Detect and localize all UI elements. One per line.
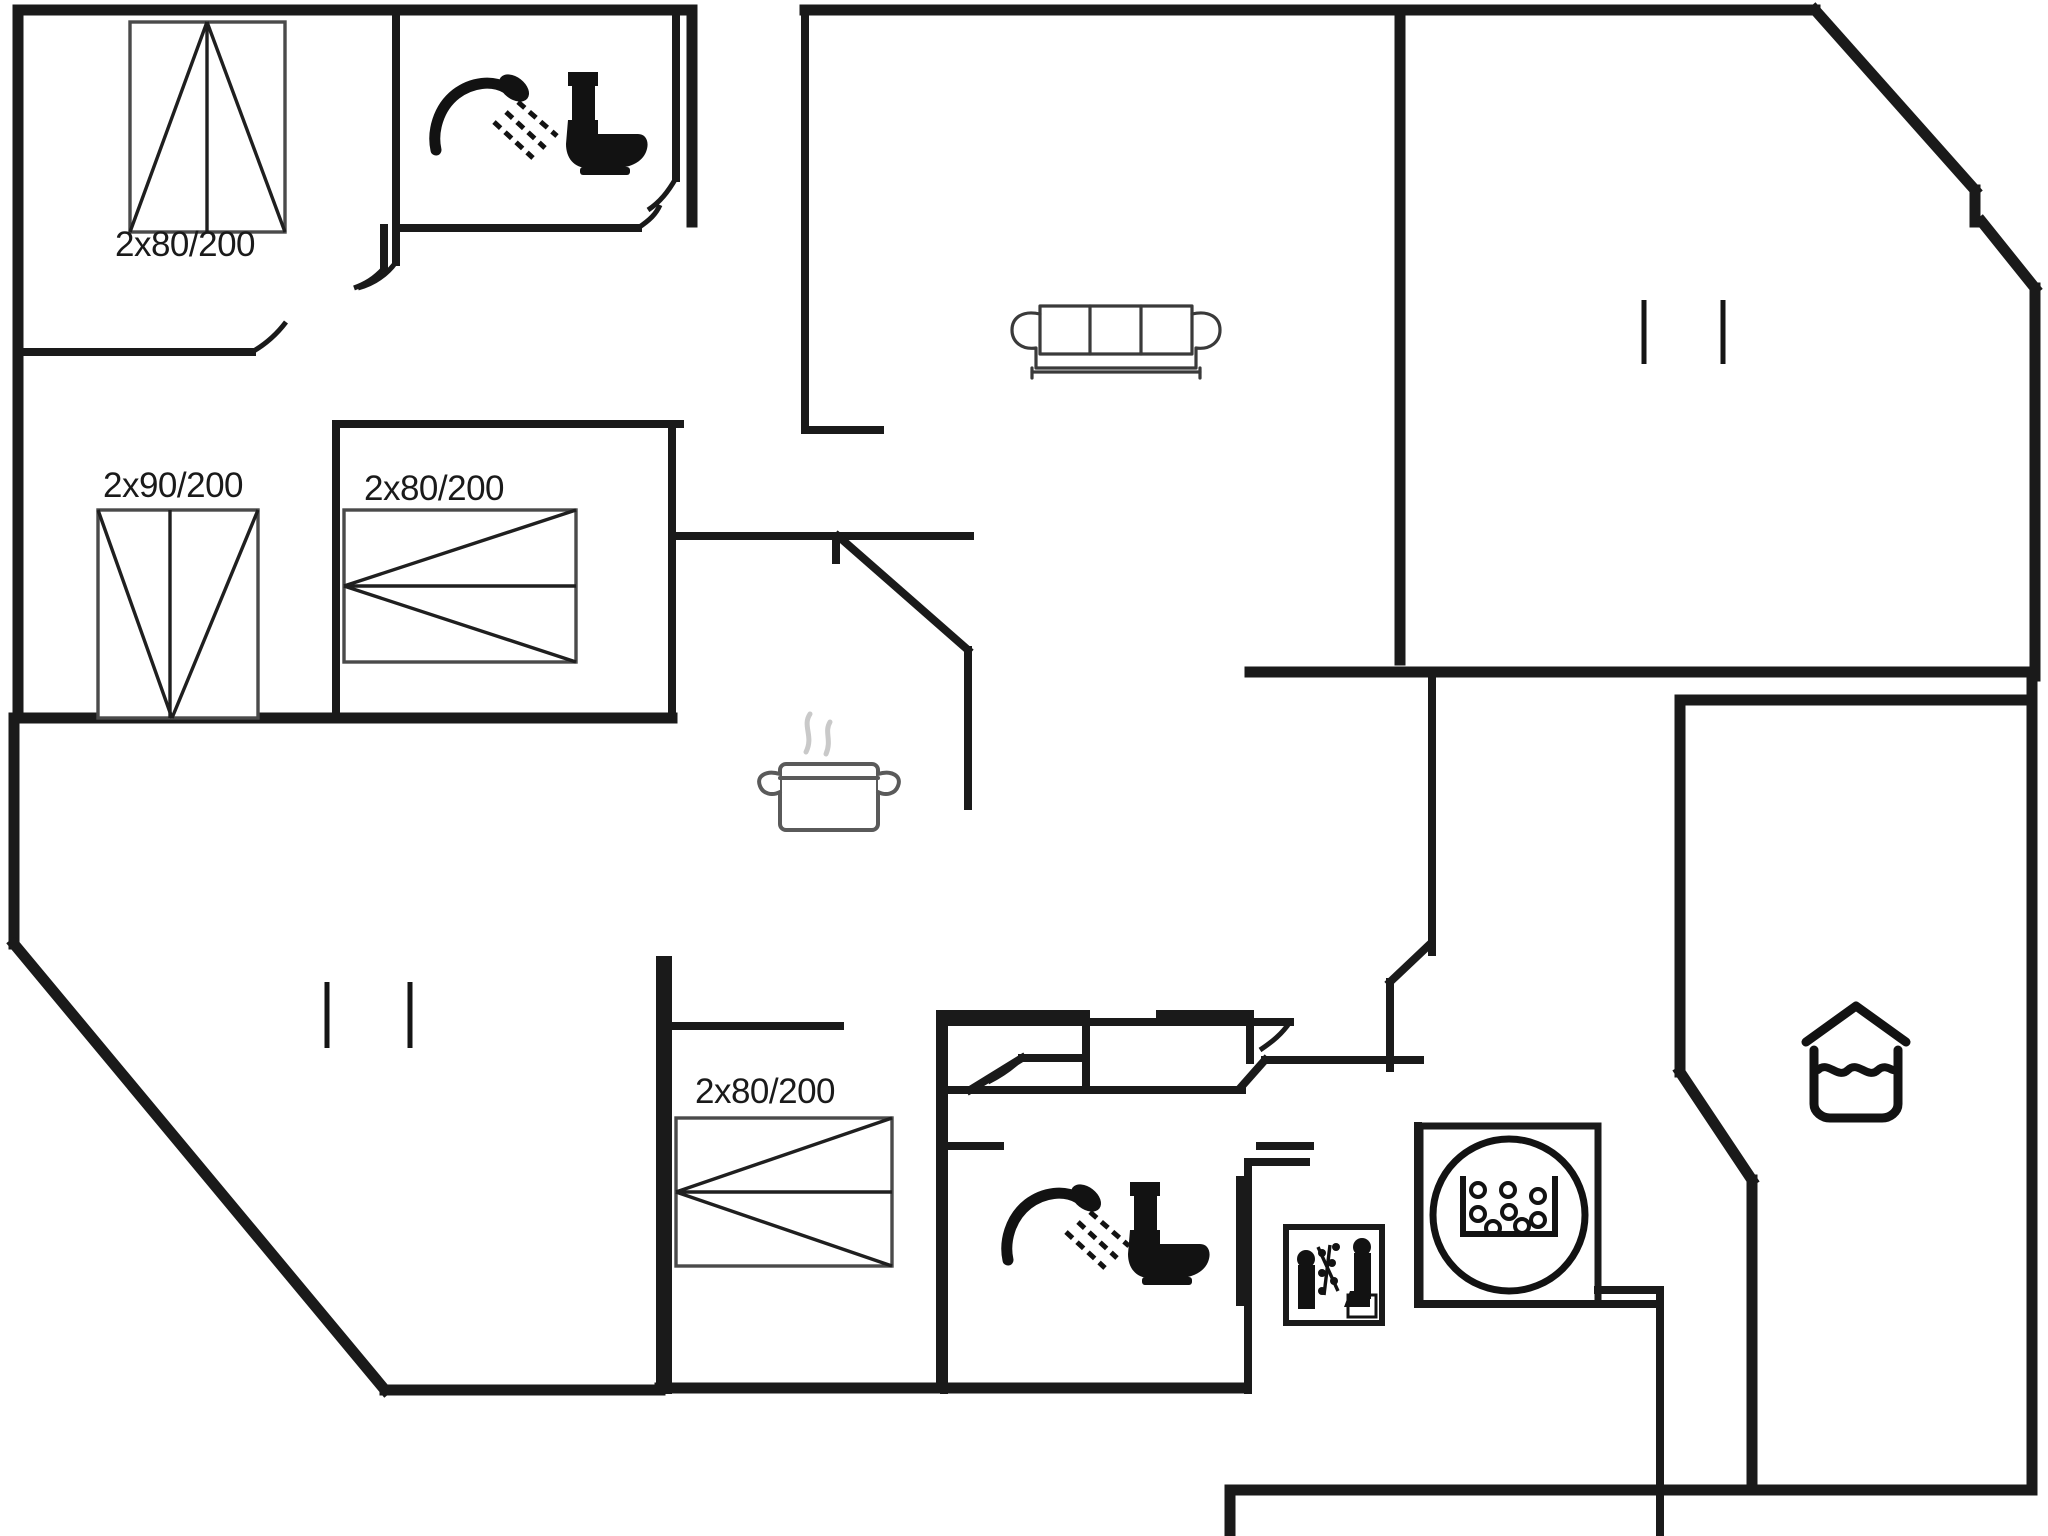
- bunk-bed-top-left: [128, 20, 287, 234]
- bed-label-mid-center: 2x80/200: [364, 469, 504, 508]
- shower-icon: [1001, 1184, 1131, 1270]
- toilet-icon: [1128, 1182, 1210, 1285]
- bed-label-bottom: 2x80/200: [695, 1072, 835, 1111]
- toilet-icon: [566, 72, 648, 175]
- cooking-pot-icon: [757, 711, 901, 832]
- bed-label-top-left: 2x80/200: [115, 225, 255, 264]
- living-room-walls: [1244, 4, 2038, 1072]
- bunk-bed-mid-left: [96, 508, 260, 720]
- whirlpool-icon: [1429, 1135, 1589, 1295]
- building-outline: [6, 2, 2043, 1398]
- bunk-bed-mid-center: [342, 508, 578, 664]
- whirlpool-room-walls: [1416, 1122, 1602, 1308]
- door-markers: [986, 1020, 1293, 1085]
- pool-room-walls: [1224, 694, 2038, 1536]
- center-hall-walls: [936, 1018, 1294, 1174]
- bunk-bed-bottom: [674, 1116, 894, 1268]
- bedroom-3-walls: [332, 420, 974, 722]
- sauna-icon: [1283, 1224, 1385, 1326]
- indoor-pool-icon: [1801, 1001, 1911, 1123]
- bathroom-1-walls: [353, 6, 680, 291]
- shower-icon: [429, 74, 559, 160]
- sofa-icon: [1010, 304, 1222, 380]
- bed-label-mid-left: 2x90/200: [103, 466, 243, 505]
